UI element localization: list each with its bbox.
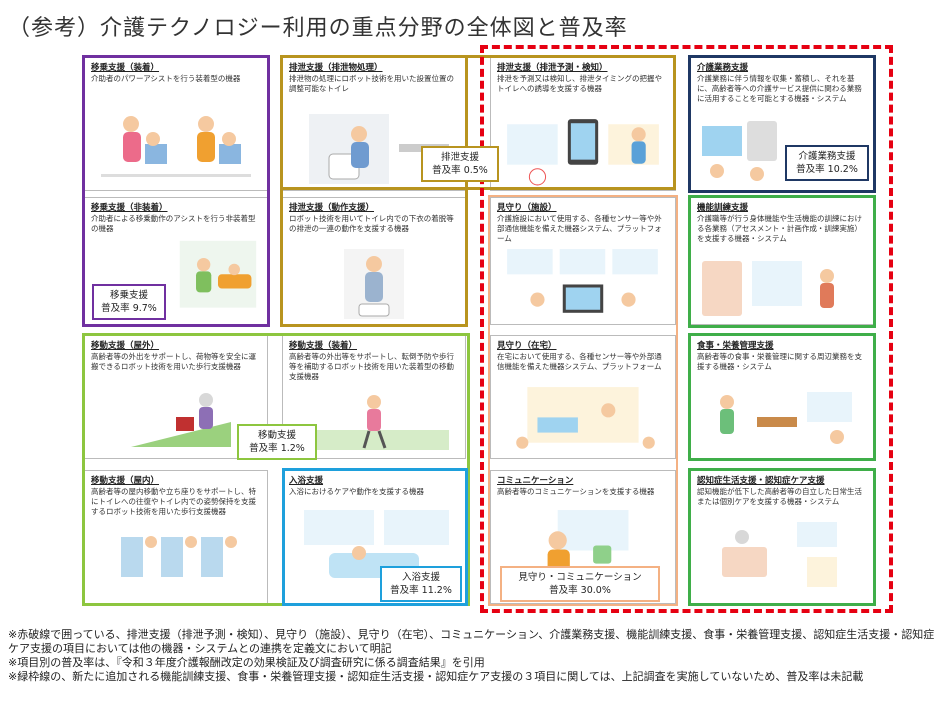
- transfer-lift-illustration: [179, 240, 257, 308]
- cell-transfer-wearable: 移乗支援（装着） 介助者のパワーアシストを行う装着型の機器: [84, 57, 268, 191]
- cell-description: 介護業務に伴う情報を収集・蓄積し、それを基に、高齢者等への介護サービス提供に関わ…: [697, 74, 862, 103]
- cell-title: 排泄支援（排泄物処理）: [289, 63, 383, 73]
- cell-excretion-prediction: 排泄支援（排泄予測・検知） 排泄を予測又は検知し、排泄タイミングの把握やトイレへ…: [490, 57, 676, 191]
- footnotes: ※赤破線で囲っている、排泄支援（排泄予測・検知）、見守り（施設）、見守り（在宅）…: [8, 628, 940, 684]
- cell-description: 排泄物の処理にロボット技術を用いた設置位置の調整可能なトイレ: [289, 74, 454, 93]
- cell-description: 介護職等が行う身体機能や生活機能の訓練における各業務（アセスメント・計画作成・訓…: [697, 214, 862, 243]
- meal-illustration: [720, 392, 852, 444]
- cell-title: 移乗支援（装着）: [91, 63, 160, 73]
- stat-label: 移乗支援: [109, 290, 148, 301]
- stat-label: 排泄支援: [440, 152, 479, 163]
- cell-description: 高齢者等のコミュニケーションを支援する機器: [497, 487, 655, 496]
- bath-illustration: [304, 510, 449, 578]
- dementia-illustration: [722, 522, 837, 587]
- cell-function-training: 機能訓練支援 介護職等が行う身体機能や生活機能の訓練における各業務（アセスメント…: [690, 197, 874, 325]
- training-illustration: [702, 261, 834, 316]
- outdoor-walker-illustration: [131, 393, 231, 447]
- stat-rate-prefix: 普及率: [101, 303, 133, 314]
- cell-mobility-indoor: 移動支援（屋内） 高齢者等の屋内移動や立ち座りをサポートし、特にトイレへの往復や…: [84, 470, 268, 604]
- stat-label: 移動支援: [257, 430, 296, 441]
- footnote: ※赤破線で囲っている、排泄支援（排泄予測・検知）、見守り（施設）、見守り（在宅）…: [8, 628, 935, 655]
- stat-rate: 0.5%: [463, 165, 488, 176]
- stat-rate-prefix: 普及率: [249, 443, 281, 454]
- page-title: （参考）介護テクノロジー利用の重点分野の全体図と普及率: [8, 16, 628, 41]
- stat-monitoring: 見守り・コミュニケーション 普及率 30.0%: [500, 566, 660, 602]
- stat-rate-prefix: 普及率: [390, 585, 422, 596]
- stat-label: 入浴支援: [401, 572, 440, 583]
- stat-rate: 1.2%: [280, 443, 305, 454]
- stat-excretion: 排泄支援 普及率 0.5%: [421, 146, 499, 182]
- cell-monitoring-facility: 見守り（施設） 介護施設において使用する、各種センサー等や外部通信機能を備えた機…: [490, 197, 676, 325]
- cell-excretion-processing: 排泄支援（排泄物処理） 排泄物の処理にロボット技術を用いた設置位置の調整可能なト…: [282, 57, 466, 191]
- home-monitoring-illustration: [516, 387, 655, 449]
- cell-title: 機能訓練支援: [697, 203, 749, 213]
- caregiver-illustration: [101, 116, 251, 177]
- cell-description: 介護施設において使用する、各種センサー等や外部通信機能を備えた機器システム、プラ…: [497, 214, 662, 243]
- cell-description: 入浴におけるケアや動作を支援する機器: [289, 487, 424, 496]
- stat-rate-prefix: 普及率: [796, 164, 828, 175]
- cell-dementia-care: 認知症生活支援・認知症ケア支援 認知機能が低下した高齢者等の自立した日常生活また…: [690, 470, 874, 604]
- cell-title: 入浴支援: [289, 476, 324, 486]
- stat-label: 介護業務支援: [798, 151, 856, 162]
- wearable-walk-illustration: [299, 395, 449, 450]
- stat-rate: 9.7%: [132, 303, 157, 314]
- cell-title: 排泄支援（動作支援）: [289, 203, 375, 213]
- stat-rate-prefix: 普及率: [549, 585, 581, 596]
- stat-rate: 11.2%: [421, 585, 452, 596]
- cell-description: 介助者による移乗動作のアシストを行う非装着型の機器: [91, 214, 256, 233]
- cell-title: 移乗支援（非装着）: [91, 203, 168, 213]
- footnote: ※緑枠線の、新たに追加される機能訓練支援、食事・栄養管理支援・認知症生活支援・認…: [8, 670, 864, 683]
- indoor-walker-illustration: [121, 536, 237, 577]
- footnote: ※項目別の普及率は、『令和３年度介護報酬改定の効果検証及び調査研究に係る調査結果…: [8, 656, 485, 669]
- cell-description: 認知機能が低下した高齢者等の自立した日常生活または個別ケアを支援する機器・システ…: [697, 487, 862, 506]
- cell-description: 高齢者等の屋内移動や立ち座りをサポートし、特にトイレへの往復やトイレ内での姿勢保…: [91, 487, 256, 516]
- cell-title: 移動支援（屋外）: [91, 341, 160, 351]
- cell-title: 認知症生活支援・認知症ケア支援: [697, 476, 825, 486]
- stat-rate: 10.2%: [827, 164, 858, 175]
- business-illustration: [702, 121, 777, 181]
- cell-description: 在宅において使用する、各種センサー等や外部通信機能を備えた機器システム、プラット…: [497, 352, 662, 371]
- cell-title: 介護業務支援: [697, 63, 749, 73]
- cell-description: 介助者のパワーアシストを行う装着型の機器: [91, 74, 241, 83]
- cell-title: 移動支援（装着）: [289, 341, 358, 351]
- cell-meal-nutrition: 食事・栄養管理支援 高齢者等の食事・栄養管理に関する周辺業務を支援する機器・シス…: [690, 335, 874, 459]
- cell-monitoring-home: 見守り（在宅） 在宅において使用する、各種センサー等や外部通信機能を備えた機器シ…: [490, 335, 676, 459]
- cell-title: 排泄支援（排泄予測・検知）: [497, 63, 608, 73]
- excretion-prediction-illustration: [507, 119, 659, 186]
- stat-label: 見守り・コミュニケーション: [518, 572, 642, 583]
- stat-bathing: 入浴支援 普及率 11.2%: [380, 566, 462, 602]
- cell-excretion-motion: 排泄支援（動作支援） ロボット技術を用いてトイレ内での下衣の着脱等の排泄の一連の…: [282, 197, 466, 325]
- cell-description: ロボット技術を用いてトイレ内での下衣の着脱等の排泄の一連の動作を支援する機器: [289, 214, 454, 233]
- cell-description: 排泄を予測又は検知し、排泄タイミングの把握やトイレへの誘導を支援する機器: [497, 74, 662, 93]
- facility-monitoring-illustration: [507, 249, 658, 313]
- cell-description: 高齢者等の外出をサポートし、荷物等を安全に運搬できるロボット技術を用いた歩行支援…: [91, 352, 256, 371]
- stat-rate-prefix: 普及率: [432, 165, 464, 176]
- stat-business: 介護業務支援 普及率 10.2%: [785, 145, 869, 181]
- cell-transfer-non-wearable: 移乗支援（非装着） 介助者による移乗動作のアシストを行う非装着型の機器: [84, 197, 268, 325]
- cell-title: 食事・栄養管理支援: [697, 341, 774, 351]
- stat-transfer: 移乗支援 普及率 9.7%: [92, 284, 166, 320]
- toilet-motion-illustration: [344, 249, 404, 319]
- cell-title: コミュニケーション: [497, 476, 574, 486]
- cell-title: 見守り（在宅）: [497, 341, 557, 351]
- stat-mobility: 移動支援 普及率 1.2%: [237, 424, 317, 460]
- cell-description: 高齢者等の食事・栄養管理に関する周辺業務を支援する機器・システム: [697, 352, 862, 371]
- cell-title: 移動支援（屋内）: [91, 476, 160, 486]
- cell-description: 高齢者等の外出等をサポートし、転倒予防や歩行等を補助するロボット技術を用いた装着…: [289, 352, 454, 381]
- stat-rate: 30.0%: [580, 585, 611, 596]
- cell-title: 見守り（施設）: [497, 203, 557, 213]
